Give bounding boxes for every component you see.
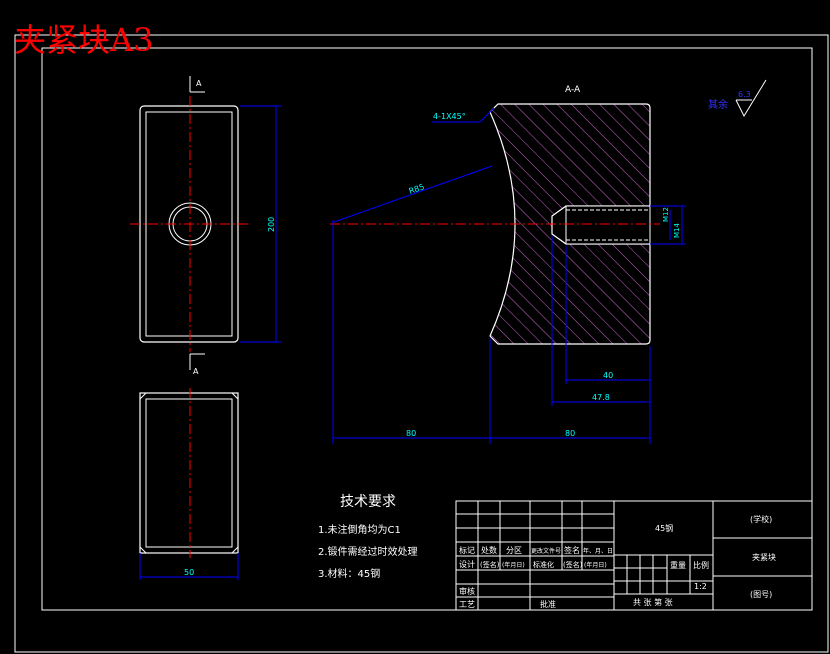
dim-hole-depth-short: 40 [603,371,613,380]
dim-bottom-width: 50 [184,568,194,577]
tb-drawing-no: (图号) [750,590,772,599]
dim-front-height: 200 [267,217,276,232]
tb-weight: 重量 [670,560,686,570]
tech-req-item-1: 1.未注倒角均为C1 [318,523,401,536]
tb-header-4: 签名 [564,545,580,555]
tb-design-4: (签名) [563,560,583,569]
inner-border [41,47,813,611]
cut-marker-top: A [196,79,202,88]
tb-process: 工艺 [459,600,475,609]
tb-part-name: 夹紧块 [752,552,776,562]
tb-scale: 1:2 [694,582,707,591]
tb-material: 45钢 [655,523,673,533]
tb-approve: 批准 [540,599,556,609]
dim-section-right: 80 [565,429,575,438]
front-view: A A 200 [130,76,282,376]
tech-req-title: 技术要求 [340,494,396,510]
cut-marker-bottom: A [193,367,199,376]
title-block-text: 标记 处数 分区 更改文件号 签名 年、月、日 设计 (签名) (年月日) 标准… [459,514,776,609]
tb-header-5: 年、月、日 [583,547,613,555]
dim-thread-right: M14 [673,223,681,238]
surface-finish: 其余 6.3 [708,79,767,118]
tech-req-item-3: 3.材料：45钢 [318,567,380,580]
tb-review: 审核 [459,586,475,596]
dim-hole-depth-long: 47.8 [592,393,610,402]
dim-radius: R85 [408,182,426,196]
section-label: A-A [565,85,581,95]
tb-school: (学校) [750,514,772,524]
tb-design-1: (签名) [480,560,500,569]
title-block [455,500,813,611]
outer-border [14,34,829,653]
dim-section-left: 80 [406,429,416,438]
section-view: A-A R85 4-1X45° M14 M12 40 47.8 80 [330,85,686,444]
tb-design-3: 标准化 [533,560,554,569]
surface-label: 其余 [708,98,728,111]
tb-header-2: 分区 [506,546,522,555]
surface-value: 6.3 [738,90,751,99]
tech-req-item-2: 2.锻件需经过时效处理 [318,545,418,558]
tb-design-2: (年月日) [502,561,525,569]
tb-header-0: 标记 [459,545,475,555]
tb-design-5: (年月日) [584,561,607,569]
tb-design-0: 设计 [459,559,475,569]
tb-header-1: 处数 [481,545,497,555]
dim-thread-small: M12 [662,207,670,222]
technical-requirements: 技术要求 1.未注倒角均为C1 2.锻件需经过时效处理 3.材料：45钢 [318,494,418,580]
sheet-label: 夹紧块A3 [14,21,153,59]
tb-sheets: 共 张 第 张 [633,597,673,607]
tb-ratio: 比例 [693,560,709,570]
bottom-view: 50 [139,388,239,580]
dim-chamfer: 4-1X45° [433,112,466,121]
tb-header-3: 更改文件号 [531,547,561,555]
